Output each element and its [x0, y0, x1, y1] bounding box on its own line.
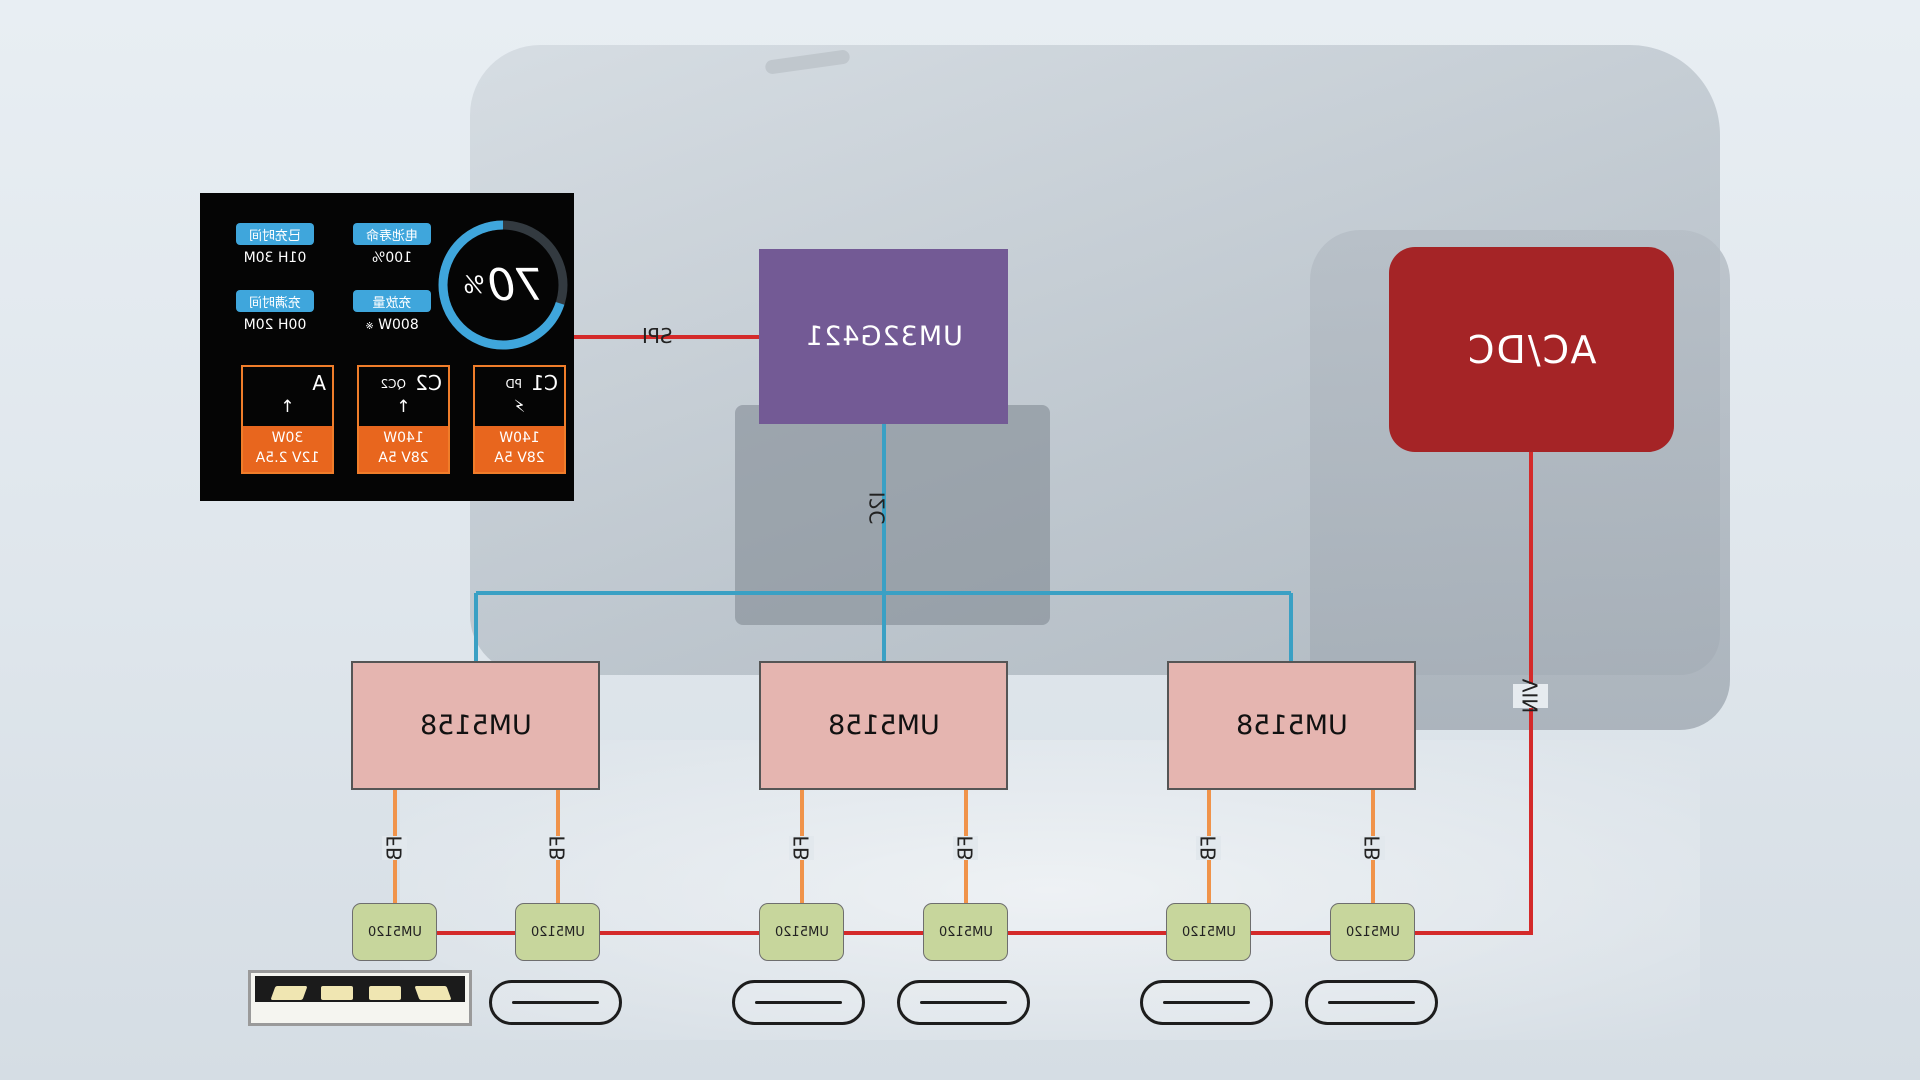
stat-value-full-time: 00H 20M: [243, 317, 307, 333]
battery-ring: 70%: [435, 217, 571, 353]
port-card-c2: C2 QC2 ↑ 140W 28V 5A: [357, 365, 450, 474]
usb-c-port-icon: [732, 980, 865, 1025]
port-card-a: A ↑ 30W 12V 2.5A: [241, 365, 334, 474]
port-card-c1: C1 PD ⚡ 140W 28V 5A: [473, 365, 566, 474]
display-panel: 70% 电池寿命 100% 已充时间 01H 30M 充放量 800W ※ 充满…: [200, 193, 574, 501]
usb-c-port-icon: [1140, 980, 1273, 1025]
fb-label-1: FB: [382, 835, 408, 861]
usb-c-port-icon: [1305, 980, 1438, 1025]
charger-photo-screen: [735, 405, 1050, 625]
arrow-up-icon: ↑: [280, 397, 295, 417]
usb-c-port-icon: [489, 980, 622, 1025]
switch-4: UM5120: [923, 903, 1008, 961]
stat-value-charge-amount: 800W ※: [365, 317, 419, 333]
battery-percent: 70%: [462, 259, 544, 311]
stat-value-battery-life: 100%: [371, 250, 413, 266]
switch-5: UM5120: [1166, 903, 1251, 961]
stat-tag-full-time: 充满时间: [236, 290, 314, 312]
fb-label-5: FB: [1196, 835, 1222, 861]
mcu-label: UM32G421: [804, 321, 963, 352]
stat-tag-charged-time: 已充时间: [236, 223, 314, 245]
i2c-label: I2C: [865, 491, 890, 525]
lightning-icon: ⚡: [513, 397, 526, 417]
usb-c-port-icon: [897, 980, 1030, 1025]
arrow-up-icon: ↑: [396, 397, 411, 417]
vin-line: [1416, 452, 1533, 935]
fb-lines: [393, 790, 1375, 903]
spi-label: SPI: [642, 324, 673, 348]
switch-2: UM5120: [515, 903, 600, 961]
fb-label-4: FB: [953, 835, 979, 861]
switch-1: UM5120: [352, 903, 437, 961]
stat-tag-charge-amount: 充放量: [353, 290, 431, 312]
switch-6: UM5120: [1330, 903, 1415, 961]
pd-controller-1: UM5158: [351, 661, 600, 790]
battery-ring-arc: [438, 220, 568, 350]
acdc-block: AC/DC: [1389, 247, 1674, 452]
fb-label-6: FB: [1360, 835, 1386, 861]
pd-controller-3: UM5158: [1167, 661, 1416, 790]
pd-controller-2: UM5158: [759, 661, 1008, 790]
usb-a-port-icon: [248, 970, 472, 1026]
stat-value-charged-time: 01H 30M: [243, 250, 307, 266]
fb-label-3: FB: [789, 835, 815, 861]
acdc-label: AC/DC: [1466, 327, 1597, 372]
fb-label-2: FB: [545, 835, 571, 861]
vin-label: VIN: [1513, 679, 1548, 713]
mcu-block: UM32G421: [759, 249, 1008, 424]
stat-tag-battery-life: 电池寿命: [353, 223, 431, 245]
switch-3: UM5120: [759, 903, 844, 961]
